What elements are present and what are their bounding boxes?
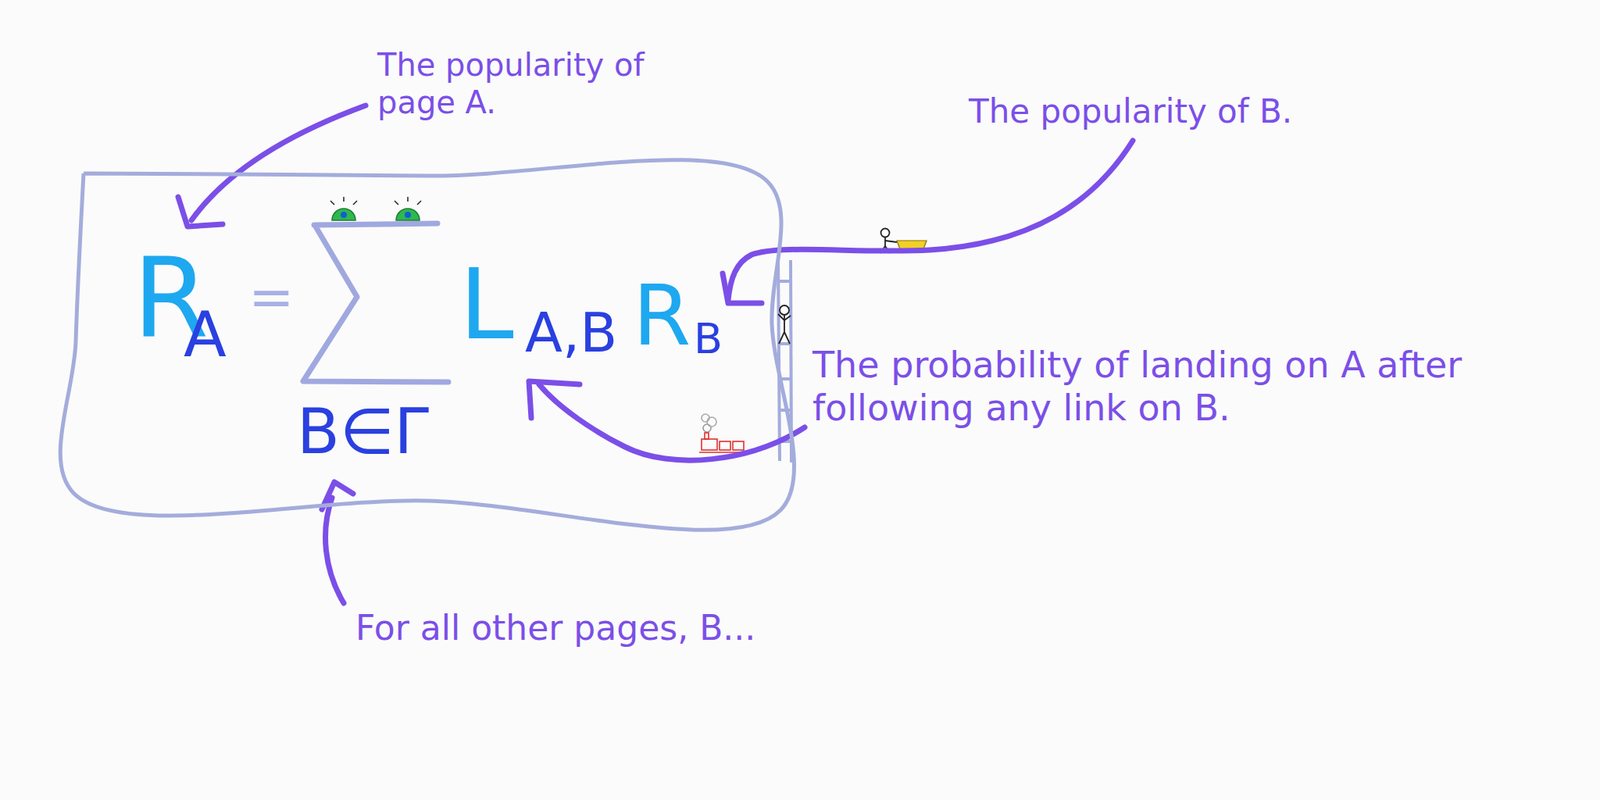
green-lights xyxy=(330,196,422,221)
annotation: The popularity of page A. xyxy=(377,46,667,122)
box-border xyxy=(60,160,794,531)
leader-line xyxy=(325,497,344,604)
leader-line xyxy=(728,140,1133,300)
arrowhead xyxy=(178,196,223,227)
sigma-symbol xyxy=(303,223,449,383)
variable-letter: R xyxy=(632,274,691,358)
subscript: A,B xyxy=(525,305,618,361)
arrowhead xyxy=(528,381,580,418)
stick-figure xyxy=(778,305,791,344)
variable-letter: L xyxy=(459,255,515,354)
formula-box: RA=LA,BRBB∈Γ xyxy=(73,171,781,512)
annotation: For all other pages, B... xyxy=(355,607,756,650)
subscript: B xyxy=(693,317,723,361)
leader-line xyxy=(191,105,366,221)
red-train xyxy=(699,414,747,453)
sum-range: B∈Γ xyxy=(296,400,429,464)
leader-line xyxy=(539,384,805,461)
annotation: The probability of landing on A after fo… xyxy=(812,343,1516,430)
arrowhead xyxy=(722,273,762,304)
subscript: A xyxy=(183,303,227,367)
annotation: The popularity of B. xyxy=(968,92,1293,132)
equals-sign: = xyxy=(248,269,295,325)
